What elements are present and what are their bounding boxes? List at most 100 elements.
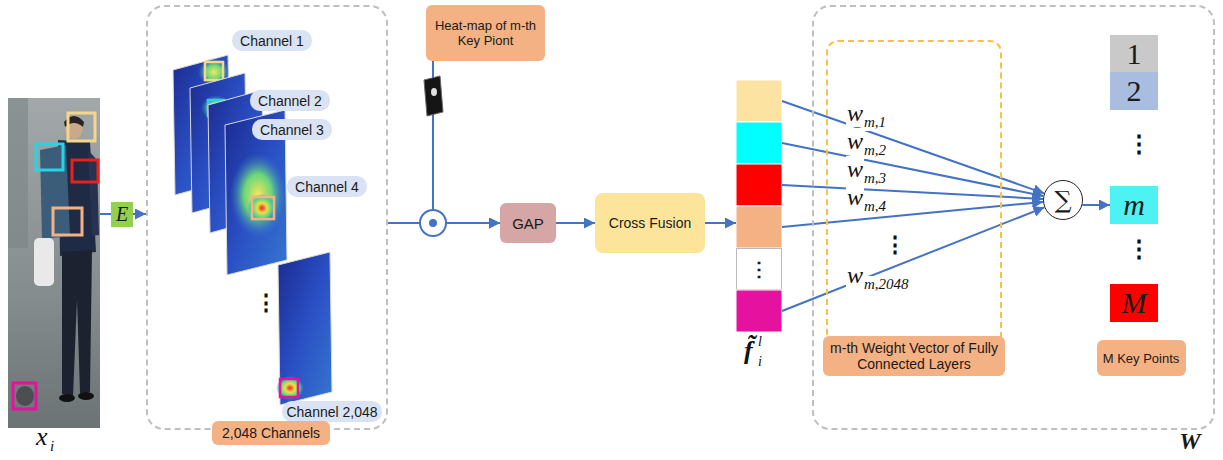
node-text: Channel 2 bbox=[258, 93, 322, 109]
node-text: ⋮ bbox=[749, 257, 769, 281]
person-photo bbox=[62, 250, 92, 396]
ellipsis: ⋮ bbox=[1127, 130, 1151, 158]
node-text: 2 bbox=[1127, 76, 1142, 106]
feature-cells bbox=[736, 80, 782, 332]
fusion-box: Cross Fusion bbox=[595, 193, 705, 253]
connector-arrow bbox=[782, 101, 1044, 193]
channels-panel: 2,048 ChannelsChannel 1Channel 2Channel … bbox=[146, 5, 388, 430]
label-holder: m,2 bbox=[863, 141, 887, 159]
keypoints-tag: M Key Points bbox=[1097, 340, 1186, 376]
subscript: m,1 bbox=[863, 114, 887, 131]
node-text: M Key Points bbox=[1103, 351, 1180, 366]
channel-label: Channel 2 bbox=[250, 90, 330, 111]
person-photo bbox=[78, 392, 94, 400]
weight-symbol: w bbox=[846, 100, 864, 127]
weight-symbol: w bbox=[846, 184, 864, 211]
tag-label: m-th Weight Vector of Fully Connected La… bbox=[823, 336, 1005, 376]
channel-label: Channel 4 bbox=[287, 176, 367, 197]
node-text: 1 bbox=[1127, 39, 1142, 69]
subscript: m,3 bbox=[863, 170, 887, 187]
subscript: m,2 bbox=[863, 142, 887, 159]
channel-heatmap bbox=[252, 197, 274, 219]
label-holder: ⋮ bbox=[884, 232, 906, 258]
node-text: GAP bbox=[512, 215, 544, 232]
label-holder: w bbox=[846, 156, 864, 183]
heatmap-tag: Heat-map of m-th Key Piont bbox=[426, 5, 545, 61]
gap-box: GAP bbox=[500, 203, 556, 243]
keypoint-heatmap bbox=[424, 76, 443, 116]
label-holder: m,2048 bbox=[863, 275, 910, 293]
subscript: i bbox=[50, 438, 54, 455]
person-photo bbox=[8, 98, 100, 428]
person-photo bbox=[59, 394, 75, 402]
node-text: M bbox=[1122, 288, 1147, 318]
connector-arrow bbox=[556, 222, 595, 224]
input-line bbox=[100, 213, 111, 215]
region-box bbox=[68, 113, 95, 141]
feature-cells bbox=[736, 206, 782, 248]
channel-heatmap bbox=[230, 153, 286, 237]
feature-cells bbox=[736, 122, 782, 164]
node-text: Heat-map of m-th Key Piont bbox=[430, 18, 541, 48]
person-photo bbox=[40, 145, 70, 239]
node-text: Channel 3 bbox=[260, 122, 324, 138]
label-holder: i bbox=[50, 437, 54, 455]
ellipsis: ⋮ bbox=[884, 232, 906, 258]
weight-symbol: w bbox=[846, 262, 864, 289]
region-box bbox=[36, 144, 63, 170]
tag-label: 2,048 Channels bbox=[212, 421, 330, 445]
channel-heatmap bbox=[173, 55, 332, 405]
node-text: Cross Fusion bbox=[609, 215, 691, 231]
connector-arrow bbox=[1082, 204, 1110, 206]
feature-vector: ⋮ bbox=[736, 80, 782, 332]
node-text: Channel 1 bbox=[240, 33, 304, 49]
input-symbol: x bbox=[36, 422, 48, 452]
subscript: i bbox=[758, 354, 762, 370]
channel-label: Channel 3 bbox=[252, 119, 332, 140]
feature-cells bbox=[736, 290, 782, 332]
weight-symbol: w bbox=[846, 128, 864, 155]
feature-cells bbox=[736, 80, 782, 122]
label-holder: ⋮ bbox=[255, 290, 277, 316]
weight-symbol: w bbox=[846, 156, 864, 183]
region-box bbox=[13, 113, 98, 409]
label-holder: l bbox=[758, 332, 762, 350]
label-holder: x bbox=[36, 422, 48, 452]
channel-heatmap bbox=[205, 62, 223, 80]
feature-cells bbox=[736, 164, 782, 206]
channel-heatmap bbox=[280, 379, 298, 397]
label-holder: w bbox=[846, 100, 864, 127]
region-box bbox=[13, 383, 36, 409]
person-photo bbox=[8, 98, 100, 428]
node-text: m bbox=[1123, 190, 1145, 220]
connector-arrow bbox=[433, 61, 500, 223]
label-holder: ⋮ bbox=[1127, 130, 1151, 158]
elementwise-product bbox=[429, 219, 437, 227]
channel-heatmap bbox=[248, 194, 276, 222]
keypoint-cell: 1 bbox=[1110, 35, 1158, 72]
label-holder: m,4 bbox=[863, 197, 887, 215]
node-text: Channel 2,048 bbox=[286, 404, 377, 420]
person-photo bbox=[8, 98, 28, 248]
node-text: Channel 4 bbox=[295, 179, 359, 195]
keypoint-cell: M bbox=[1110, 284, 1158, 322]
label-holder: m,1 bbox=[863, 113, 887, 131]
keypoint-heatmap bbox=[424, 76, 443, 116]
sum-circle: ∑ bbox=[1043, 180, 1083, 220]
subscript: m,2048 bbox=[863, 276, 910, 293]
encoder-box: E bbox=[111, 202, 133, 227]
keypoint-cell: 2 bbox=[1110, 72, 1158, 110]
label-holder: f̃ bbox=[744, 336, 753, 366]
region-box bbox=[53, 208, 82, 235]
keypoint-cell: m bbox=[1110, 186, 1158, 224]
connector-arrow bbox=[133, 213, 146, 215]
node-text: E bbox=[116, 203, 128, 226]
elementwise-product bbox=[420, 210, 446, 236]
channel-heatmap bbox=[276, 376, 304, 400]
connector-arrow bbox=[782, 185, 1043, 199]
keypoint-heatmap bbox=[431, 88, 437, 96]
node-text: ∑ bbox=[1054, 188, 1071, 212]
region-box bbox=[72, 160, 98, 182]
label-holder: w bbox=[846, 184, 864, 211]
